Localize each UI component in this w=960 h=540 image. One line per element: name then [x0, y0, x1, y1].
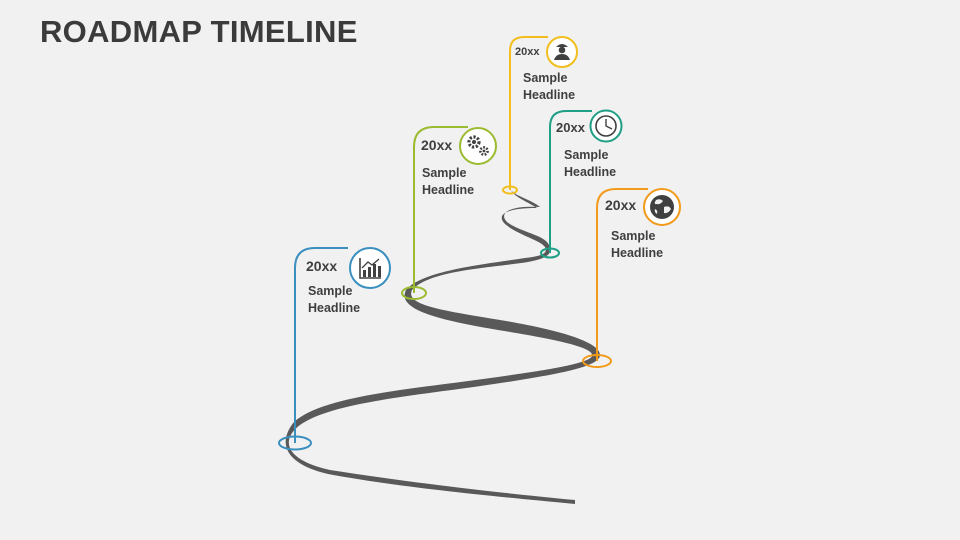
headline-line: Headline	[308, 301, 361, 315]
headline-line: Sample	[422, 166, 467, 180]
clock-icon	[589, 109, 623, 143]
milestone-5-headline: Sample Headline	[611, 228, 691, 262]
milestone-1-connector	[278, 247, 348, 451]
headline-line: Headline	[611, 246, 664, 260]
milestone-5-year: 20xx	[605, 197, 637, 213]
milestone-2-year: 20xx	[421, 137, 453, 153]
slide-title: ROADMAP TIMELINE	[40, 14, 358, 49]
milestone-3-headline: Sample Headline	[523, 70, 603, 104]
milestone-3-connector	[502, 36, 548, 195]
headline-line: Sample	[611, 229, 656, 243]
milestone-4-headline: Sample Headline	[564, 147, 644, 181]
road	[285, 190, 600, 504]
milestone-1-headline: Sample Headline	[308, 283, 388, 317]
person-icon	[546, 36, 578, 68]
headline-line: Headline	[564, 165, 617, 179]
milestone-5-connector	[582, 188, 648, 368]
milestone-4-connector	[540, 110, 592, 259]
milestone-4-year: 20xx	[556, 120, 585, 135]
headline-line: Sample	[564, 148, 609, 162]
headline-line: Headline	[422, 183, 475, 197]
milestone-1-year: 20xx	[306, 258, 338, 274]
headline-line: Headline	[523, 88, 576, 102]
milestone-2-connector	[401, 126, 468, 300]
milestone-3-year: 20xx	[515, 46, 540, 58]
headline-line: Sample	[523, 71, 568, 85]
headline-line: Sample	[308, 284, 353, 298]
gears-icon	[459, 127, 497, 165]
chart-icon	[349, 247, 391, 289]
milestone-2-headline: Sample Headline	[422, 165, 502, 199]
globe-icon	[643, 188, 681, 226]
